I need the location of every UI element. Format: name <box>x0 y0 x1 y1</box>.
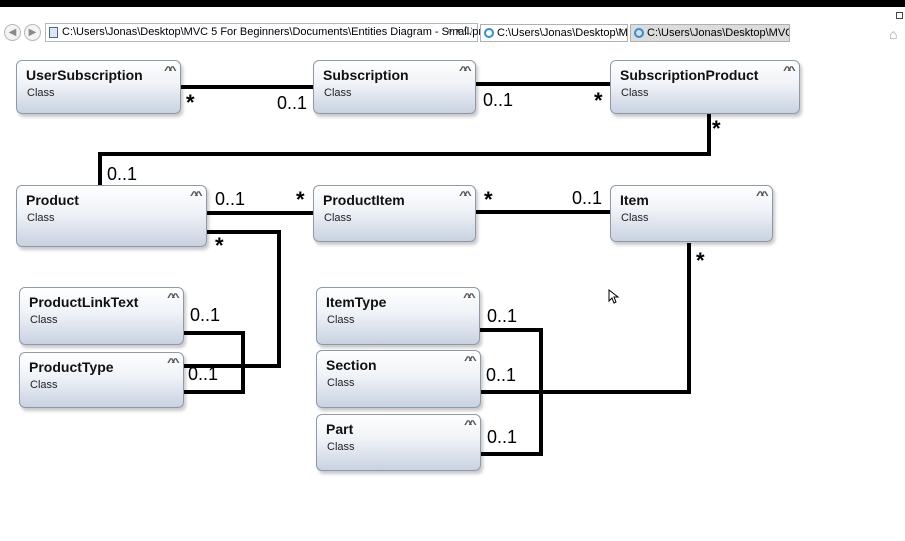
class-stereotype: Class <box>30 314 58 326</box>
class-stereotype: Class <box>324 87 352 99</box>
mouse-cursor-icon <box>608 289 620 304</box>
collapse-chevron-icon[interactable]: ^^ <box>463 292 476 304</box>
collapse-chevron-icon[interactable]: ^^ <box>783 65 796 77</box>
multiplicity-zero-or-one: 0..1 <box>486 365 517 385</box>
class-name: ProductItem <box>323 192 405 208</box>
class-product[interactable]: Product Class ^^ <box>16 185 207 247</box>
class-stereotype: Class <box>327 441 355 453</box>
tab-label: C:\Users\Jonas\Desktop\MV... <box>497 27 628 39</box>
multiplicity-many: * <box>484 187 493 212</box>
class-stereotype: Class <box>27 212 55 224</box>
tab-active[interactable]: C:\Users\Jonas\Desktop\MV... × <box>480 24 628 42</box>
multiplicity-many: * <box>215 233 224 258</box>
home-icon[interactable]: ⌂ <box>889 26 898 42</box>
class-usersubscription[interactable]: UserSubscription Class ^^ <box>16 60 181 114</box>
class-stereotype: Class <box>27 87 55 99</box>
multiplicity-zero-or-one: 0..1 <box>483 90 514 110</box>
multiplicity-zero-or-one: 0..1 <box>190 305 221 325</box>
class-name: Item <box>620 192 649 208</box>
multiplicity-zero-or-one: 0..1 <box>107 164 138 184</box>
collapse-chevron-icon[interactable]: ^^ <box>167 292 180 304</box>
multiplicity-many: * <box>296 187 305 212</box>
multiplicity-zero-or-one: 0..1 <box>487 427 518 447</box>
class-name: Part <box>326 421 354 437</box>
collapse-chevron-icon[interactable]: ^^ <box>459 190 472 202</box>
assoc-item-section <box>481 243 691 394</box>
restore-window-icon[interactable] <box>896 12 903 19</box>
ie-icon <box>634 28 644 38</box>
address-text: C:\Users\Jonas\Desktop\MVC 5 For Beginne… <box>62 26 491 38</box>
multiplicity-many: * <box>186 90 195 115</box>
tab-label: C:\Users\Jonas\Desktop\MVC 5... <box>647 27 790 39</box>
window-top-strip <box>0 0 905 7</box>
class-stereotype: Class <box>621 212 649 224</box>
class-part[interactable]: Part Class ^^ <box>316 414 481 471</box>
multiplicity-many: * <box>594 88 603 113</box>
collapse-chevron-icon[interactable]: ^^ <box>164 65 177 77</box>
collapse-chevron-icon[interactable]: ^^ <box>756 190 769 202</box>
address-bar[interactable]: C:\Users\Jonas\Desktop\MVC 5 For Beginne… <box>45 23 491 42</box>
search-refresh-icons[interactable]: ⌕ ▾ ↻ <box>446 25 473 37</box>
multiplicity-zero-or-one: 0..1 <box>487 306 518 326</box>
collapse-chevron-icon[interactable]: ^^ <box>464 355 477 367</box>
multiplicity-zero-or-one: 0..1 <box>277 93 308 113</box>
multiplicity-zero-or-one: 0..1 <box>215 189 246 209</box>
multiplicity-many: * <box>696 248 705 273</box>
class-item[interactable]: Item Class ^^ <box>610 185 773 242</box>
class-section[interactable]: Section Class ^^ <box>316 350 481 408</box>
multiplicity-zero-or-one: 0..1 <box>188 364 219 384</box>
class-name: ProductType <box>29 359 114 375</box>
collapse-chevron-icon[interactable]: ^^ <box>190 190 203 202</box>
class-subscriptionproduct[interactable]: SubscriptionProduct Class ^^ <box>610 60 800 114</box>
class-stereotype: Class <box>324 212 352 224</box>
class-producttype[interactable]: ProductType Class ^^ <box>19 352 184 408</box>
class-stereotype: Class <box>621 87 649 99</box>
class-productlinktext[interactable]: ProductLinkText Class ^^ <box>19 287 184 345</box>
class-stereotype: Class <box>30 379 58 391</box>
assoc-product-producttype <box>184 230 281 368</box>
collapse-chevron-icon[interactable]: ^^ <box>464 419 477 431</box>
forward-icon[interactable]: ▶ <box>24 24 41 41</box>
assoc-subscriptionproduct-product <box>98 114 711 185</box>
class-itemtype[interactable]: ItemType Class ^^ <box>316 287 480 345</box>
class-name: UserSubscription <box>26 67 143 83</box>
class-productitem[interactable]: ProductItem Class ^^ <box>313 185 476 242</box>
close-icon[interactable]: × <box>617 26 624 38</box>
browser-toolbar: ◀ ▶ C:\Users\Jonas\Desktop\MVC 5 For Beg… <box>0 20 905 44</box>
class-name: ProductLinkText <box>29 294 139 310</box>
ie-icon <box>484 28 494 38</box>
class-name: Section <box>326 357 377 373</box>
class-stereotype: Class <box>327 314 355 326</box>
collapse-chevron-icon[interactable]: ^^ <box>459 65 472 77</box>
assoc-productlinktext-producttype <box>184 331 245 394</box>
multiplicity-many: * <box>712 116 721 141</box>
class-name: ItemType <box>326 294 387 310</box>
tab-inactive[interactable]: C:\Users\Jonas\Desktop\MVC 5... <box>630 24 790 42</box>
class-name: SubscriptionProduct <box>620 67 759 83</box>
class-stereotype: Class <box>327 377 355 389</box>
collapse-chevron-icon[interactable]: ^^ <box>167 357 180 369</box>
multiplicity-zero-or-one: 0..1 <box>572 188 603 208</box>
class-subscription[interactable]: Subscription Class ^^ <box>313 60 476 114</box>
class-name: Product <box>26 192 79 208</box>
page-icon <box>49 27 58 38</box>
back-icon[interactable]: ◀ <box>4 24 21 41</box>
class-name: Subscription <box>323 67 409 83</box>
